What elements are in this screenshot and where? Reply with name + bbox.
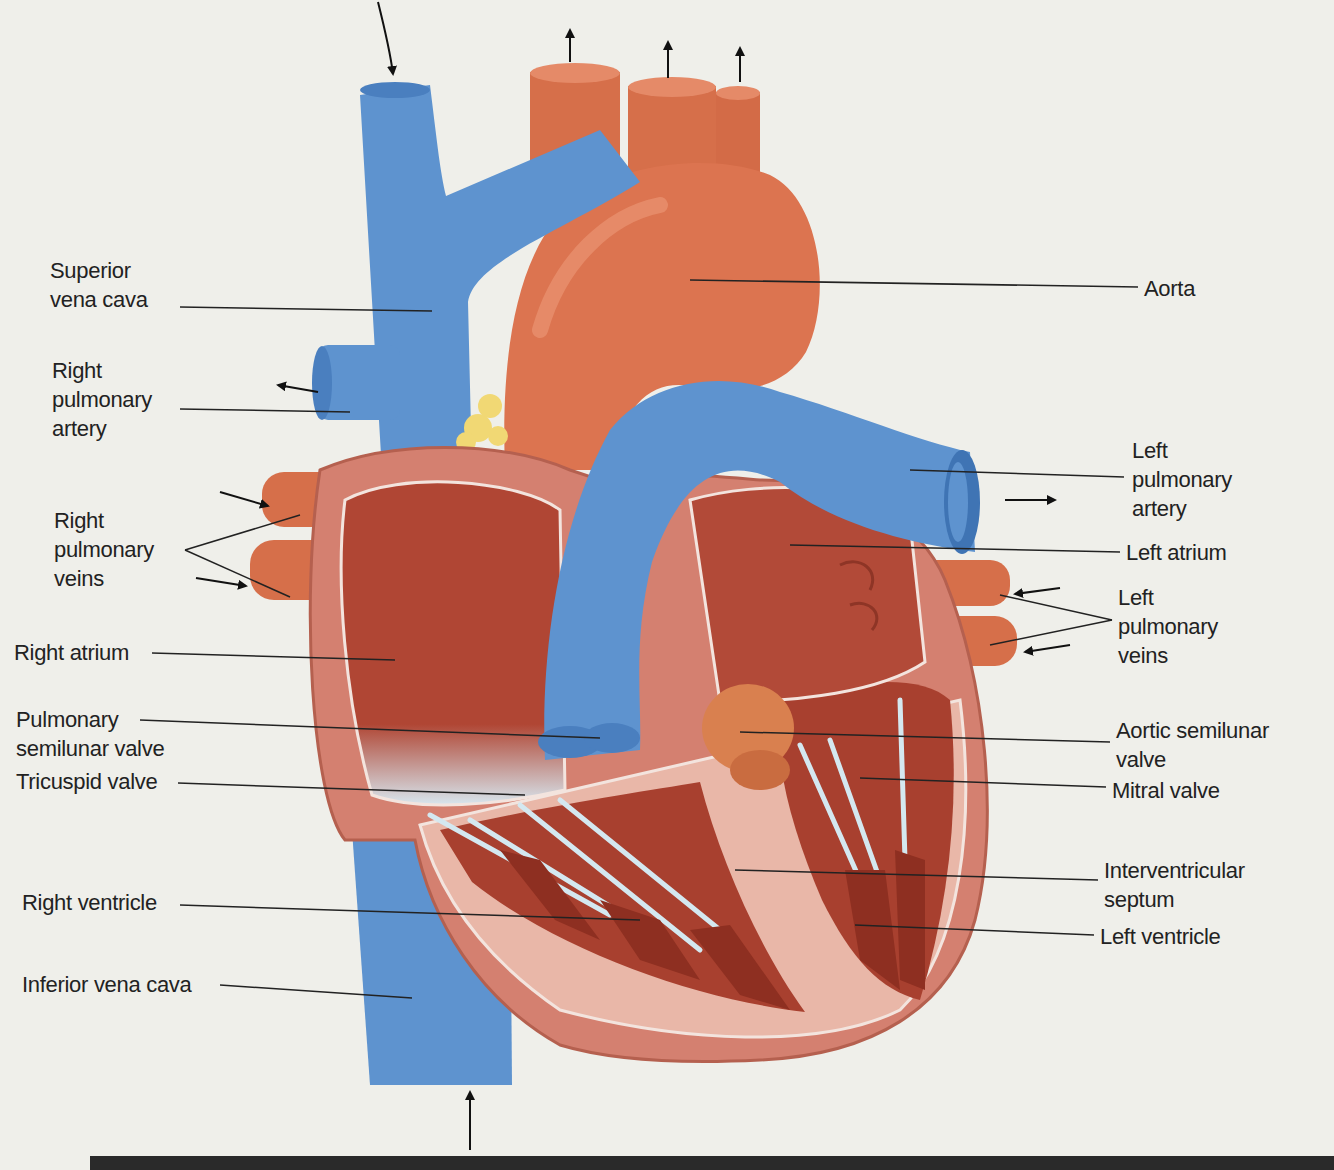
part-label: Right pulmonary veins (54, 506, 174, 593)
part-label: Left pulmonary veins (1118, 583, 1248, 670)
part-label: Aortic semilunar valve (1116, 716, 1311, 774)
part-label: Inferior vena cava (22, 970, 191, 999)
part-label: Tricuspid valve (16, 767, 157, 796)
part-label: Right atrium (14, 638, 129, 667)
part-label: Mitral valve (1112, 776, 1220, 805)
part-label: Superior vena cava (50, 256, 180, 314)
part-label: Left atrium (1126, 538, 1227, 567)
part-label: Left ventricle (1100, 922, 1221, 951)
part-label: Left pulmonary artery (1132, 436, 1267, 523)
part-label: Pulmonary semilunar valve (16, 705, 191, 763)
part-label: Interventricular septum (1104, 856, 1294, 914)
part-label: Right pulmonary artery (52, 356, 182, 443)
part-label: Aorta (1144, 274, 1195, 303)
part-label: Right ventricle (22, 888, 157, 917)
